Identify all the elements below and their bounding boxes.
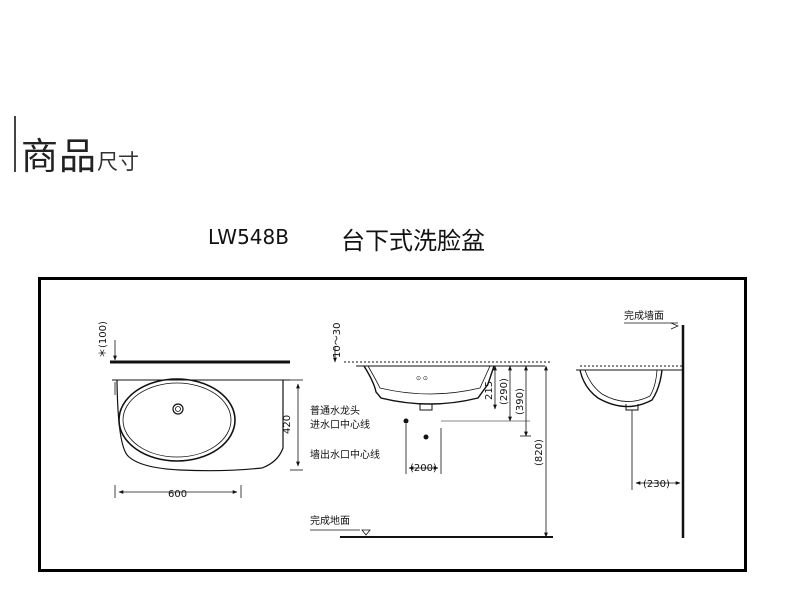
basin-bowl-outer <box>118 378 236 462</box>
product-name: 台下式洗脸盆 <box>341 227 485 255</box>
dim-390-label: (390) <box>515 388 526 415</box>
drain-icon <box>172 403 184 415</box>
dim-820-label: (820) <box>534 439 545 466</box>
section-title: 商品尺寸 <box>21 126 139 180</box>
faucet-label-2: 进水口中心线 <box>310 418 370 431</box>
dim-200-label: (200) <box>410 463 437 474</box>
dim-width-label: 600 <box>168 489 187 500</box>
faucet-inlet-icon <box>403 418 409 424</box>
wall-label: 完成墙面 <box>624 309 664 322</box>
drain-outlet <box>419 404 433 411</box>
dim-top-label: ＊(100) <box>98 321 109 358</box>
dim-depth-label: 420 <box>282 415 293 434</box>
section-title-main: 商品 <box>21 135 97 178</box>
section-title-sub: 尺寸 <box>97 150 139 174</box>
dim-rim-label: 10～30 <box>332 323 343 358</box>
front-view: ⊙ ⊙ 10～30 215 (290) (390) (820) (200) 普通… <box>310 323 553 538</box>
drawing-frame <box>38 277 747 572</box>
side-view: 完成墙面 (230) <box>576 309 685 538</box>
wall-outlet-label: 墙出水口中心线 <box>310 448 380 461</box>
svg-text:⊙ ⊙: ⊙ ⊙ <box>416 375 428 382</box>
basin-profile <box>363 365 495 405</box>
wall-outlet-icon <box>423 434 429 440</box>
basin-outline <box>116 380 284 472</box>
dim-230-label: (230) <box>643 479 670 490</box>
product-model: LW548B <box>208 225 289 249</box>
basin-bowl-inner <box>122 382 232 458</box>
faucet-label-1: 普通水龙头 <box>310 404 360 417</box>
dim-290-label: (290) <box>499 378 510 405</box>
floor-label: 完成地面 <box>310 514 350 527</box>
dim-215-label: 215 <box>484 381 495 400</box>
top-view: ＊(100) 600 420 <box>98 321 303 500</box>
section-accent-bar <box>14 116 16 172</box>
